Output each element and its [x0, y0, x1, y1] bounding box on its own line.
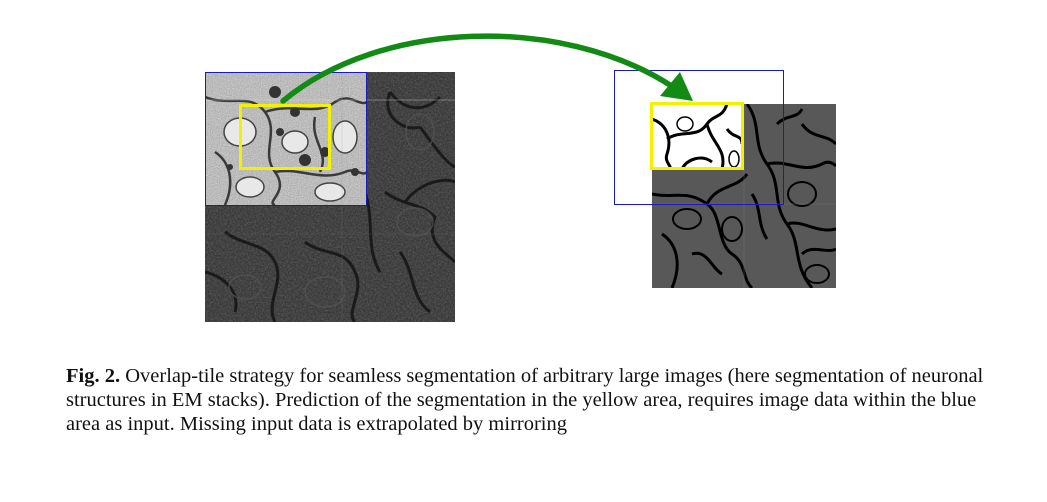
output-region-right [650, 102, 744, 170]
em-input-image [205, 72, 455, 322]
caption-text: Overlap-tile strategy for seamless segme… [66, 365, 984, 435]
segmentation-output-image [652, 104, 836, 288]
input-region-left [205, 72, 367, 206]
green-arrow-icon [280, 33, 693, 104]
output-region-left [239, 104, 331, 170]
figure-caption: Fig. 2. Overlap-tile strategy for seamle… [66, 364, 996, 436]
input-region-right [614, 70, 784, 205]
overlap-tile-figure [205, 33, 836, 322]
figure-label: Fig. 2. [66, 365, 121, 387]
